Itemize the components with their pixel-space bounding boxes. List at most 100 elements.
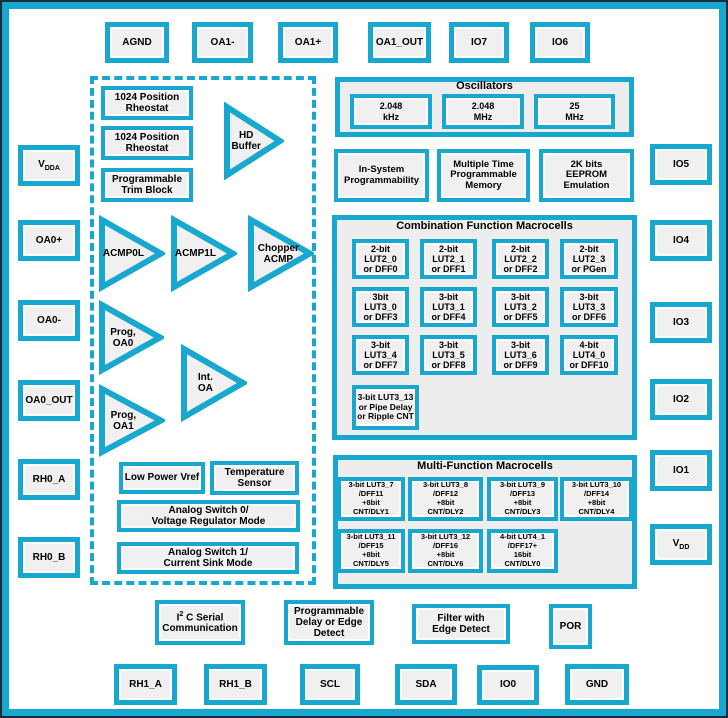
multifunction-cell: 3-bit LUT3_12 /DFF16 +8bit CNT/DLY6 <box>408 529 483 573</box>
triangle-icon <box>99 215 165 292</box>
label: 1024 Position Rheostat <box>114 131 180 154</box>
label: IO5 <box>672 158 690 170</box>
label: IO1 <box>672 464 690 476</box>
osc-25mhz: 25 MHz <box>534 94 615 129</box>
label: 3-bit LUT3_3 or DFF6 <box>571 291 606 323</box>
label: 2K bits EEPROM Emulation <box>563 158 610 191</box>
label: RH1_A <box>129 678 162 690</box>
label: POR <box>559 620 582 632</box>
combination-cell: 3bit LUT3_0 or DFF3 <box>352 287 409 327</box>
pin-gnd: GND <box>565 664 629 705</box>
label: AGND <box>122 36 152 48</box>
pin-agnd: AGND <box>105 22 169 63</box>
label: 4-bit LUT4_0 or DFF10 <box>569 339 609 371</box>
combination-title: Combination Function Macrocells <box>396 220 573 232</box>
label: 2-bit LUT2_3 or PGen <box>571 243 607 275</box>
analog-block-outline <box>90 76 316 585</box>
label: Prog, OA1 <box>110 409 137 432</box>
label: ACMP1L <box>174 248 216 259</box>
label: 3-bit LUT3_13 or Pipe Delay or Ripple CN… <box>357 392 414 422</box>
pin-vdd: VDD <box>650 524 712 565</box>
label: GND <box>585 678 609 690</box>
block-eeprom-emulation: 2K bits EEPROM Emulation <box>539 149 634 202</box>
pin-oa1-out: OA1_OUT <box>368 22 431 63</box>
label: SDA <box>415 678 437 690</box>
tri-int-oa: Int. OA <box>181 344 247 422</box>
combination-cell: 3-bit LUT3_5 or DFF8 <box>420 335 477 375</box>
tri-acmp1l: ACMP1L <box>171 215 237 292</box>
combination-cell: 2-bit LUT2_2 or DFF2 <box>492 239 549 279</box>
pin-oa1-neg: OA1- <box>192 22 253 63</box>
pin-io2: IO2 <box>650 379 712 420</box>
combination-cell: 2-bit LUT2_1 or DFF1 <box>420 239 477 279</box>
label: Analog Switch 1/ Current Sink Mode <box>163 546 253 569</box>
combination-cell: 3-bit LUT3_1 or DFF4 <box>420 287 477 327</box>
pin-io7: IO7 <box>449 22 509 63</box>
combination-cell: 3-bit LUT3_6 or DFF9 <box>492 335 549 375</box>
triangle-icon <box>181 344 247 422</box>
label: IO4 <box>672 234 690 246</box>
osc-2048mhz: 2.048 MHz <box>442 94 524 129</box>
label: 3-bit LUT3_5 or DFF8 <box>431 339 466 371</box>
label: Filter with Edge Detect <box>432 612 490 635</box>
label: Programmable Delay or Edge Detect <box>293 605 365 640</box>
combination-cell: 2-bit LUT2_0 or DFF0 <box>352 239 409 279</box>
pin-oa0-neg: OA0- <box>18 300 80 341</box>
osc-2048khz: 2.048 kHz <box>350 94 432 129</box>
label: 4-bit LUT4_1 /DFF17+ 16bit CNT/DLY0 <box>499 532 545 568</box>
oscillators-title: Oscillators <box>456 80 513 92</box>
triangle-icon <box>224 102 284 180</box>
block-temperature-sensor: Temperature Sensor <box>210 461 299 495</box>
block-rheostat-2: 1024 Position Rheostat <box>101 126 193 160</box>
combination-cell: 4-bit LUT4_0 or DFF10 <box>560 335 618 375</box>
block-mtp-memory: Multiple Time Programmable Memory <box>437 149 530 202</box>
multifunction-cell: 3-bit LUT3_11 /DFF15 +8bit CNT/DLY5 <box>337 529 405 573</box>
label: Chopper ACMP <box>257 242 299 265</box>
block-rheostat-1: 1024 Position Rheostat <box>101 86 193 120</box>
multifunction-cell: 3-bit LUT3_10 /DFF14 +8bit CNT/DLY4 <box>560 477 633 521</box>
block-analog-switch-1: Analog Switch 1/ Current Sink Mode <box>117 542 299 574</box>
combination-cell: 3-bit LUT3_3 or DFF6 <box>560 287 618 327</box>
label: 3-bit LUT3_11 /DFF15 +8bit CNT/DLY5 <box>346 532 396 568</box>
label: ACMP0L <box>102 248 144 259</box>
pin-io1: IO1 <box>650 450 712 491</box>
label: IO2 <box>672 393 690 405</box>
triangle-icon <box>248 215 314 292</box>
pin-rh1-a: RH1_A <box>114 664 177 705</box>
combination-cell: 3-bit LUT3_13 or Pipe Delay or Ripple CN… <box>352 385 419 430</box>
label: 2.048 MHz <box>471 101 495 122</box>
triangle-icon <box>99 300 164 375</box>
label: 2-bit LUT2_2 or DFF2 <box>503 243 538 275</box>
label: IO7 <box>470 36 488 48</box>
block-prog-delay-edge: Programmable Delay or Edge Detect <box>284 600 374 645</box>
label: RH0_B <box>32 551 66 563</box>
tri-prog-oa1: Prog, OA1 <box>99 384 165 457</box>
label: IO0 <box>499 679 517 691</box>
multifunction-cell: 3-bit LUT3_7 /DFF11 +8bit CNT/DLY1 <box>337 477 405 521</box>
block-low-power-vref: Low Power Vref <box>119 462 205 494</box>
pin-oa1-pos: OA1+ <box>278 22 338 63</box>
combination-cell: 2-bit LUT2_3 or PGen <box>560 239 618 279</box>
tri-chopper-acmp: Chopper ACMP <box>248 215 314 292</box>
label: 2-bit LUT2_0 or DFF0 <box>363 243 398 275</box>
label: 3bit LUT3_0 or DFF3 <box>363 291 398 323</box>
label: 1024 Position Rheostat <box>114 91 180 114</box>
triangle-icon <box>171 215 237 292</box>
label: 3-bit LUT3_8 /DFF12 +8bit CNT/DLY2 <box>422 480 468 516</box>
tri-hd-buffer: HD Buffer <box>224 102 284 180</box>
pin-vdda: VDDA <box>18 145 80 186</box>
label: OA0+ <box>35 234 63 246</box>
tri-acmp0l: ACMP0L <box>99 215 165 292</box>
multifunction-cell: 4-bit LUT4_1 /DFF17+ 16bit CNT/DLY0 <box>487 529 558 573</box>
label: SCL <box>320 678 340 690</box>
label: OA0_OUT <box>25 394 73 406</box>
multifunction-cell: 3-bit LUT3_8 /DFF12 +8bit CNT/DLY2 <box>408 477 483 521</box>
pin-rh0-b: RH0_B <box>18 537 80 578</box>
label: Low Power Vref <box>124 472 200 484</box>
label: VDDA <box>38 158 60 172</box>
label: 3-bit LUT3_7 /DFF11 +8bit CNT/DLY1 <box>348 480 394 516</box>
label: OA0- <box>37 314 61 326</box>
multifunction-cell: 3-bit LUT3_9 /DFF13 +8bit CNT/DLY3 <box>487 477 558 521</box>
